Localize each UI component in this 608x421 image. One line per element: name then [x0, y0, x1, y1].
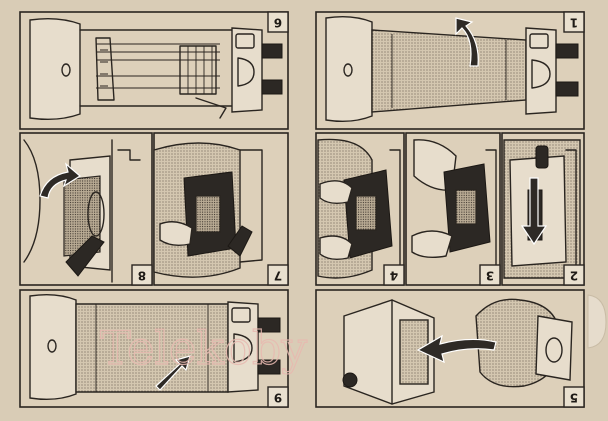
down-arrow-icon	[520, 177, 548, 246]
page-tab	[587, 294, 607, 349]
step-number-3: 3	[486, 269, 494, 283]
step-number-8: 8	[138, 269, 146, 283]
step-number-box-3	[479, 264, 501, 286]
watermark: Telekoby	[100, 321, 307, 375]
step-number-box-5	[563, 386, 585, 408]
step-number-2: 2	[570, 269, 578, 283]
step-number-1: 1	[570, 16, 578, 30]
step-number-box-1	[563, 11, 585, 33]
step-number-7: 7	[274, 269, 282, 283]
step-number-box-8	[131, 264, 153, 286]
panel-2	[501, 132, 585, 286]
step-number-box-2	[563, 264, 585, 286]
step-number-9: 9	[274, 391, 282, 405]
step-number-box-7	[267, 264, 289, 286]
lift-arrow-icon	[455, 17, 479, 67]
step-number-4: 4	[390, 269, 398, 283]
panel-6	[19, 11, 289, 130]
panel-9	[19, 289, 289, 408]
step-number-box-6	[267, 11, 289, 33]
panel-8	[19, 132, 153, 286]
insert-arrow-icon	[416, 334, 497, 364]
panel-3	[405, 132, 501, 286]
step-number-box-4	[383, 264, 405, 286]
press-arrow-icon	[155, 355, 191, 391]
step-number-5: 5	[570, 391, 578, 405]
panel-4	[315, 132, 405, 286]
step-number-box-9	[267, 386, 289, 408]
rotate-arrow-icon	[39, 162, 82, 199]
step-number-6: 6	[274, 16, 282, 30]
panel-5	[315, 289, 585, 408]
panel-7	[153, 132, 289, 286]
panel-1	[315, 11, 585, 130]
